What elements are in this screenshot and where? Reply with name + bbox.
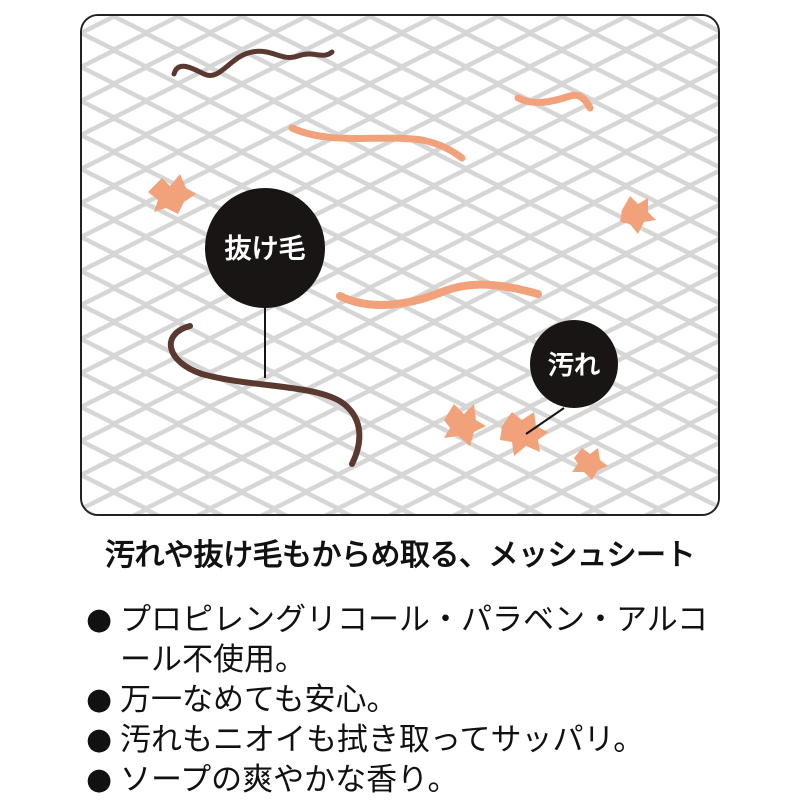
orange-hair-strand-3 (336, 280, 542, 309)
callout-dirt-label: 汚れ (548, 351, 600, 381)
mesh-sheet-illustration: 抜け毛 汚れ (80, 14, 720, 516)
feature-text: 万一なめても安心。 (120, 682, 398, 718)
bullet-icon: ● (86, 722, 113, 757)
callout-hair-label: 抜け毛 (225, 234, 306, 265)
hair-strand-top (171, 48, 335, 78)
hair-strand-bottom (167, 323, 363, 467)
orange-hair-strand-2 (514, 91, 594, 112)
mesh-pattern (82, 16, 718, 514)
orange-hair-strand-1 (288, 124, 466, 162)
dirt-particle-4 (500, 412, 548, 456)
bullet-icon: ● (86, 682, 113, 717)
feature-item: ● 万一なめても安心。 (86, 680, 736, 720)
callout-dirt-pointer (525, 407, 565, 435)
feature-text: 汚れもニオイも拭き取ってサッパリ。 (120, 722, 645, 758)
bullet-icon: ● (86, 762, 113, 797)
bullet-icon: ● (86, 602, 113, 637)
dirt-particle-2 (620, 196, 656, 234)
feature-list: ● プロピレングリコール・パラベン・アルコール不使用。 ● 万一なめても安心。 … (86, 600, 736, 800)
headline: 汚れや抜け毛もからめ取る、メッシュシート (105, 538, 696, 573)
feature-text: ソープの爽やかな香り。 (120, 762, 459, 798)
feature-item: ● プロピレングリコール・パラベン・アルコール不使用。 (86, 600, 736, 680)
dirt-particle-3 (444, 404, 486, 446)
mesh-sheet-drawing: 抜け毛 汚れ (82, 16, 718, 514)
dirt-particle-5 (572, 448, 608, 480)
feature-text: プロピレングリコール・パラベン・アルコール不使用。 (120, 602, 709, 678)
feature-item: ● 汚れもニオイも拭き取ってサッパリ。 (86, 720, 736, 760)
callout-hair-bubble (205, 188, 325, 308)
callout-dirt-bubble (530, 320, 618, 408)
dirt-particle-1 (148, 174, 196, 214)
feature-item: ● ソープの爽やかな香り。 (86, 760, 736, 800)
